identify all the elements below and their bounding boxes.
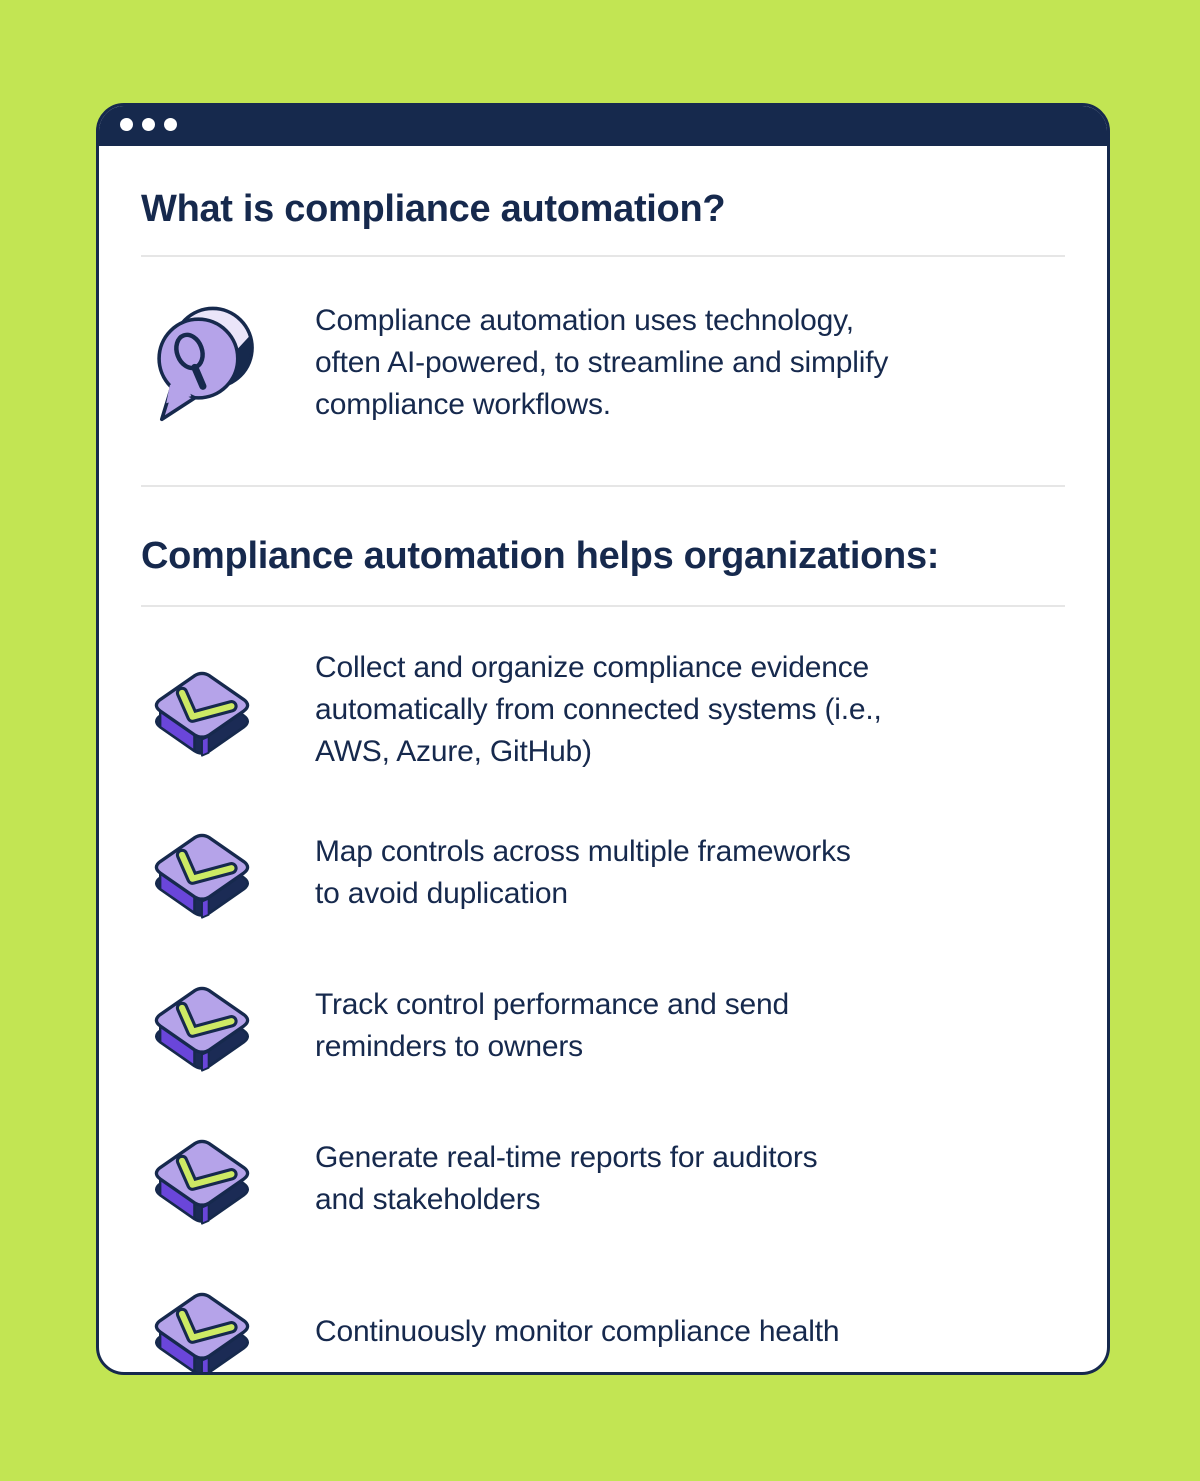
window-dot-icon xyxy=(120,118,133,131)
browser-window: What is compliance automation? Complianc… xyxy=(96,103,1110,1375)
divider xyxy=(141,485,1065,487)
intro-row: Compliance automation uses technology, o… xyxy=(141,299,1065,427)
benefit-text: Generate real-time reports for auditors … xyxy=(315,1140,818,1216)
checkbox-check-icon xyxy=(141,1278,263,1375)
benefits-heading: Compliance automation helps organization… xyxy=(141,535,940,577)
benefit-text: Continuously monitor compliance health xyxy=(315,1314,840,1348)
list-item: Map controls across multiple frameworks … xyxy=(141,819,1065,926)
benefit-list: Collect and organize compliance evidence… xyxy=(141,647,1065,1375)
list-item: Collect and organize compliance evidence… xyxy=(141,647,1065,773)
checkbox-check-icon xyxy=(141,1125,263,1232)
benefit-text: Collect and organize compliance evidence… xyxy=(315,651,882,768)
list-item: Generate real-time reports for auditors … xyxy=(141,1125,1065,1232)
card-body: What is compliance automation? Complianc… xyxy=(99,184,1107,1375)
browser-titlebar xyxy=(99,106,1107,146)
divider xyxy=(141,255,1065,257)
window-dot-icon xyxy=(142,118,155,131)
checkbox-check-icon xyxy=(141,819,263,926)
list-item: Continuously monitor compliance health xyxy=(141,1278,1065,1375)
search-speech-bubble-icon xyxy=(141,299,263,427)
benefit-text: Map controls across multiple frameworks … xyxy=(315,834,851,910)
intro-text: Compliance automation uses technology, o… xyxy=(315,304,889,421)
window-dot-icon xyxy=(164,118,177,131)
checkbox-check-icon xyxy=(141,972,263,1079)
benefit-text: Track control performance and send remin… xyxy=(315,987,789,1063)
list-item: Track control performance and send remin… xyxy=(141,972,1065,1079)
divider xyxy=(141,605,1065,607)
intro-heading: What is compliance automation? xyxy=(141,188,726,230)
checkbox-check-icon xyxy=(141,657,263,764)
